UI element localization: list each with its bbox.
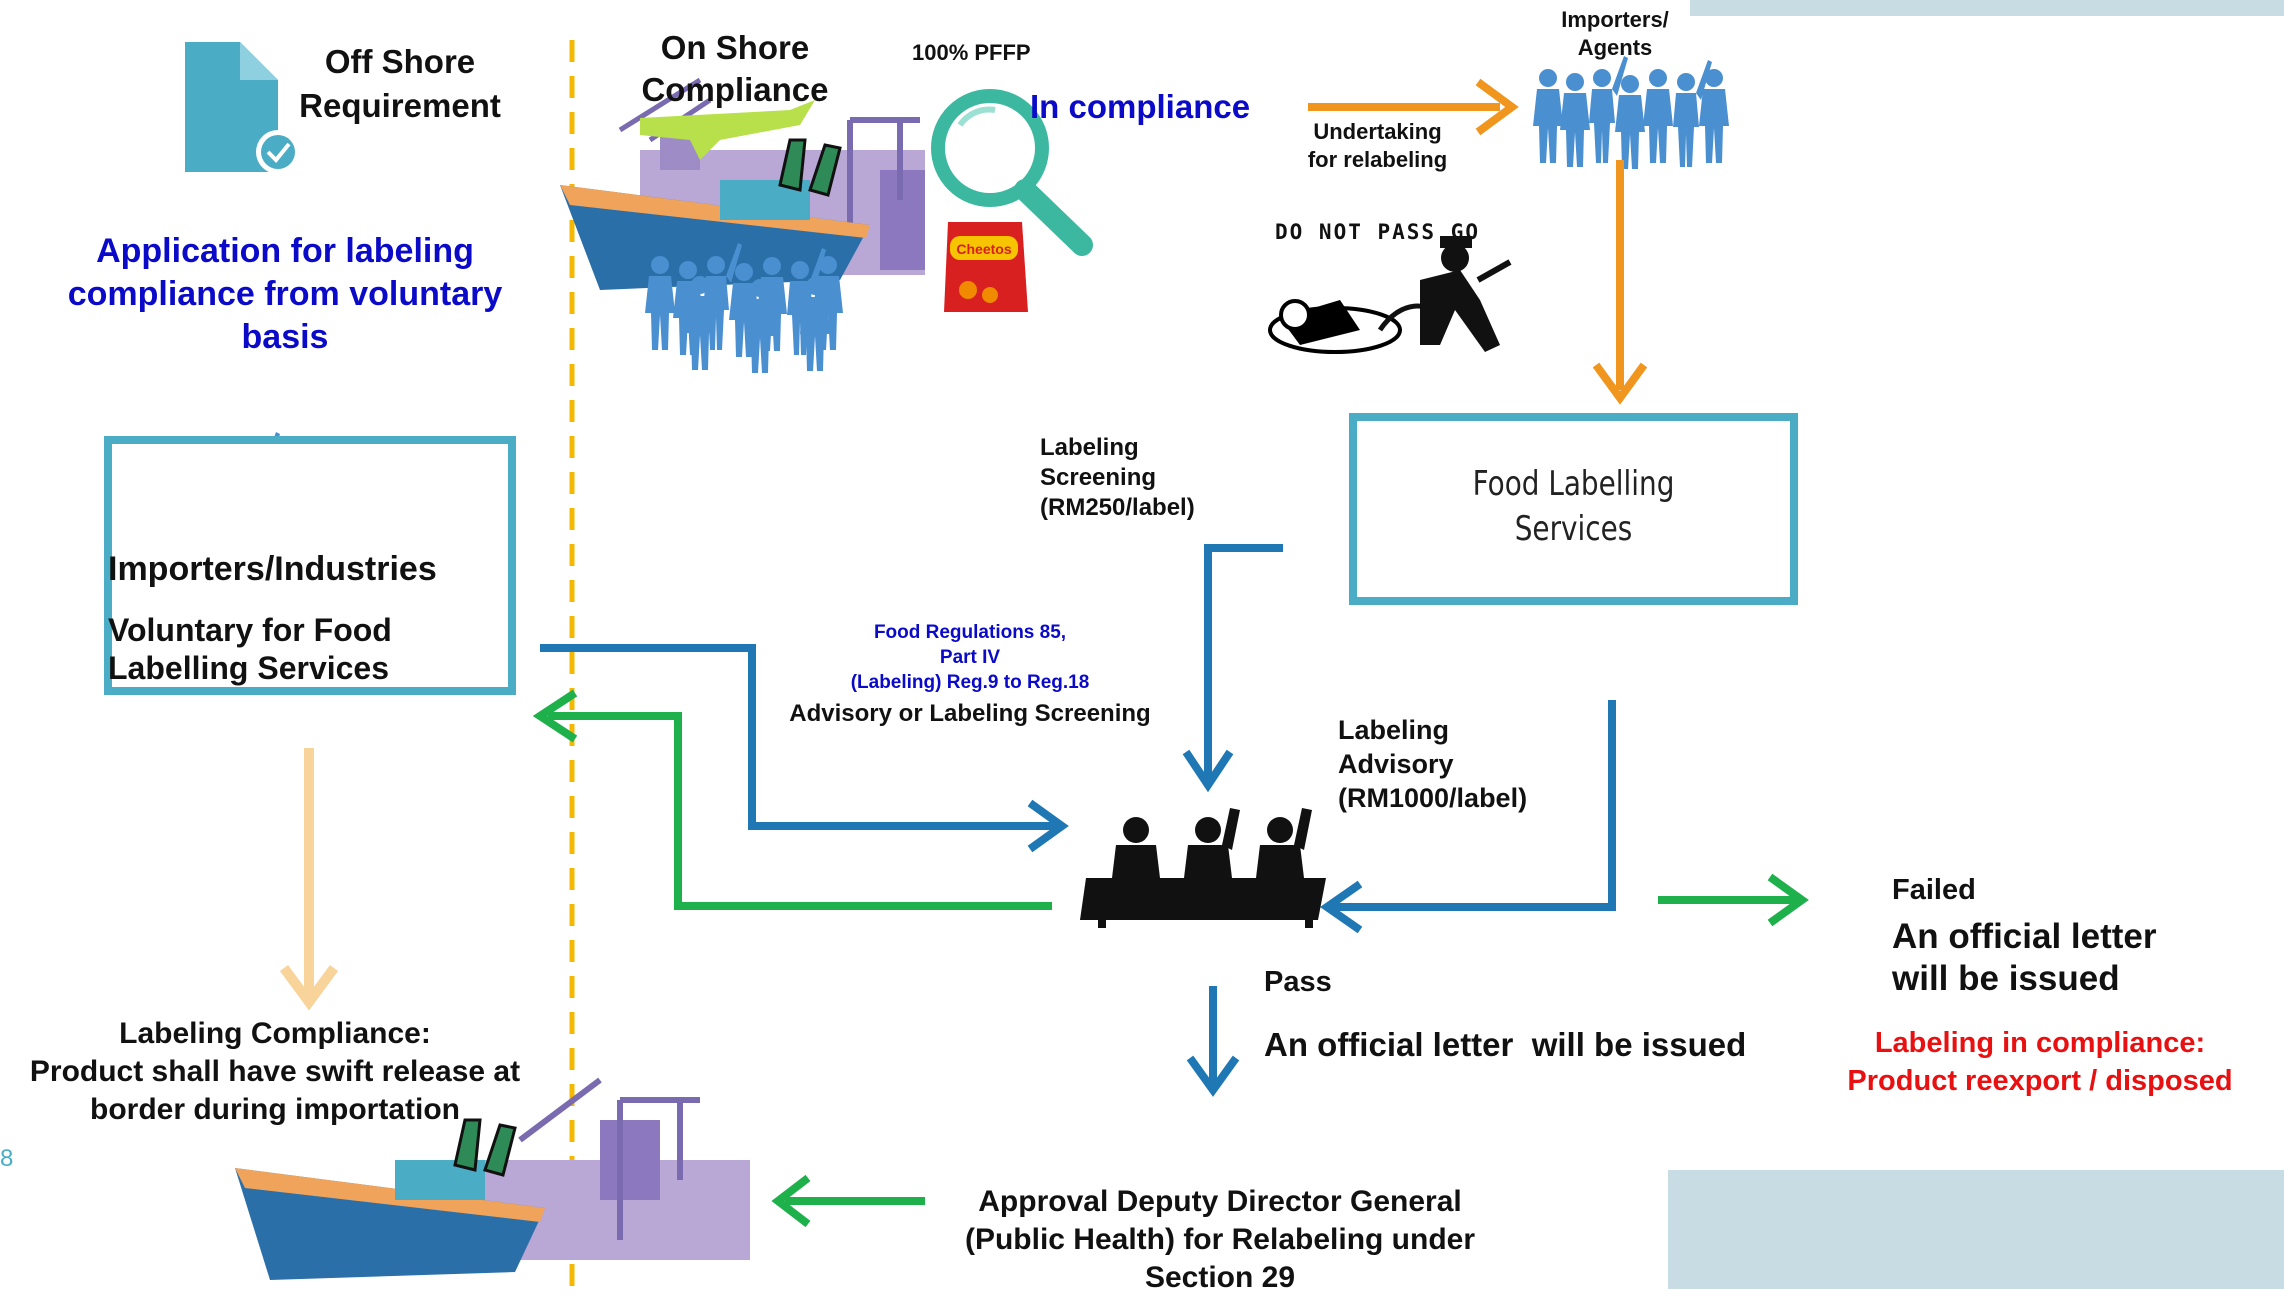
slide-number: 8 (0, 1145, 14, 1172)
crowd-agents (1533, 56, 1729, 169)
magnifier-icon (931, 89, 1093, 256)
labeling-compliance-text: Labeling Compliance:Product shall have s… (29, 1017, 521, 1126)
advisory-to-panel-arrow (1332, 700, 1616, 911)
advisory-or-screening-text: Advisory or Labeling Screening (789, 700, 1151, 727)
corner-panel-top (1690, 0, 2284, 16)
pffp-label: 100% PFFP (912, 40, 1031, 65)
pass-label: Pass (1264, 966, 1332, 998)
panel-to-importers-arrow (548, 712, 1052, 910)
failed-label: Failed (1892, 874, 1976, 906)
corner-panel-bottom (1668, 1170, 2284, 1289)
importers-industries-title: Importers/Industries (108, 550, 437, 588)
failed-compliance-text: Labeling in compliance:Product reexport … (1847, 1027, 2233, 1097)
do-not-pass-label: DO NOT PASS GO (1275, 220, 1481, 244)
pass-letter-text: An official letter will be issued (1264, 1026, 1747, 1063)
snack-bag-icon: Cheetos (944, 222, 1028, 312)
screening-down-arrow (1204, 544, 1283, 780)
svg-text:Cheetos: Cheetos (956, 241, 1011, 257)
importers-industries-box (104, 436, 516, 695)
do-not-pass-cartoon (1268, 236, 1512, 354)
document-check-icon (185, 42, 300, 174)
importers-to-panel-arrow (540, 644, 1055, 830)
approval-text: Approval Deputy Director General(Public … (964, 1185, 1476, 1294)
port-scene-top (560, 77, 925, 373)
regulations-text: Food Regulations 85,Part IV(Labeling) Re… (850, 622, 1090, 693)
committee-panel-icon (1080, 808, 1326, 928)
in-compliance-label: In compliance (1030, 88, 1251, 125)
port-scene-bottom (235, 1077, 750, 1280)
importers-agents-label: Importers/Agents (1561, 7, 1669, 60)
food-labelling-services-box (1349, 413, 1798, 605)
